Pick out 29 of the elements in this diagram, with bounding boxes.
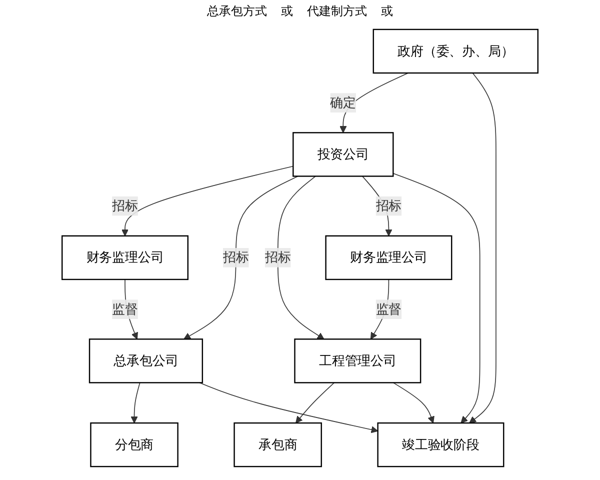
arrow [130, 382, 140, 424]
note-label: 总承包方式 [207, 3, 267, 20]
note-label: 或 [281, 3, 293, 20]
edge-label: 监督 [376, 301, 402, 317]
edge-label: 招标 [112, 198, 138, 214]
edge-label: 确定 [330, 94, 356, 110]
node-box: 总承包公司 [88, 338, 204, 384]
node-box: 政府（委、办、局） [372, 28, 538, 74]
edge-label: 监督 [112, 301, 138, 317]
arrow [392, 382, 434, 424]
arrow [184, 176, 298, 340]
edge-label: 招标 [222, 250, 249, 265]
node-box: 工程管理公司 [294, 338, 422, 384]
node-box: 分包商 [90, 422, 178, 468]
edge-label: 招标 [376, 198, 402, 214]
note-label: 或 [381, 3, 393, 20]
arrow [296, 382, 335, 424]
arrow [198, 382, 378, 434]
note-label: 代建制方式 [307, 3, 367, 20]
node-box: 投资公司 [292, 132, 394, 177]
arrow [392, 172, 480, 424]
node-box: 财务监理公司 [325, 235, 452, 280]
arrow [469, 72, 496, 424]
edge-label: 招标 [264, 250, 291, 265]
node-box: 承包商 [234, 422, 322, 468]
node-box: 财务监理公司 [62, 235, 188, 280]
arrow [277, 176, 324, 340]
arrow [121, 166, 294, 236]
node-box: 竣工验收阶段 [377, 422, 504, 468]
